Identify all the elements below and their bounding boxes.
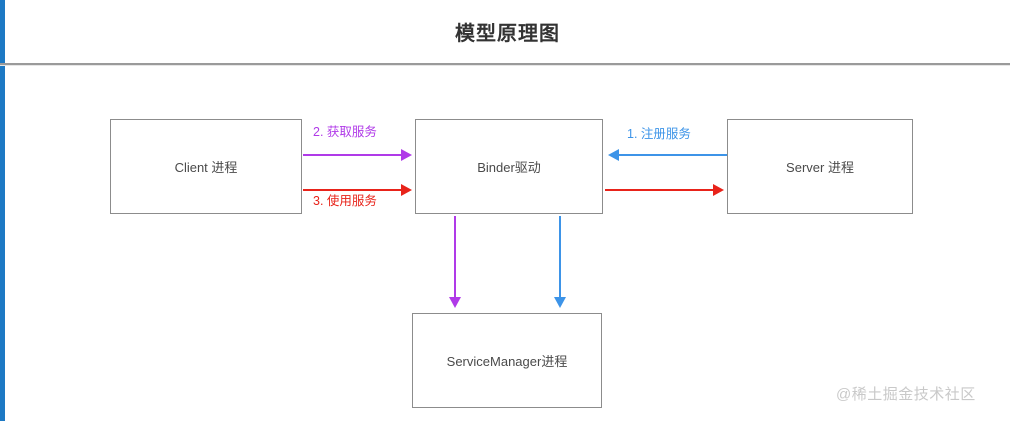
arrow-get-service-head-icon: [401, 149, 412, 161]
node-client-process-label: Client 进程: [174, 160, 238, 175]
arrow-binder-to-server-shaft: [605, 189, 715, 191]
node-binder-driver-label: Binder驱动: [477, 160, 541, 175]
header-divider: [0, 63, 1010, 66]
arrow-use-service-shaft: [303, 189, 403, 191]
node-binder-driver: Binder驱动: [415, 119, 603, 214]
watermark: @稀土掘金技术社区: [836, 386, 976, 403]
arrow-binder-to-servicemanager-blue-head-icon: [554, 297, 566, 308]
node-server-process: Server 进程: [727, 119, 913, 214]
page-title: 模型原理图: [455, 23, 560, 45]
node-servicemanager-process: ServiceManager进程: [412, 313, 602, 408]
node-server-process-label: Server 进程: [786, 160, 854, 175]
left-accent-bar: [0, 0, 5, 421]
arrow-use-service-label: 3. 使用服务: [313, 194, 377, 208]
arrow-binder-to-server-head-icon: [713, 184, 724, 196]
arrow-binder-to-servicemanager-purple-shaft: [454, 216, 456, 300]
arrow-binder-to-servicemanager-blue-shaft: [559, 216, 561, 300]
arrow-register-service-label: 1. 注册服务: [627, 127, 691, 141]
arrow-use-service-head-icon: [401, 184, 412, 196]
arrow-binder-to-servicemanager-purple-head-icon: [449, 297, 461, 308]
diagram-header: 模型原理图: [5, 0, 1010, 65]
arrow-register-service-head-icon: [608, 149, 619, 161]
arrow-get-service-label: 2. 获取服务: [313, 125, 377, 139]
node-servicemanager-process-label: ServiceManager进程: [446, 354, 568, 369]
arrow-register-service-shaft: [619, 154, 727, 156]
arrow-get-service-shaft: [303, 154, 403, 156]
node-client-process: Client 进程: [110, 119, 302, 214]
